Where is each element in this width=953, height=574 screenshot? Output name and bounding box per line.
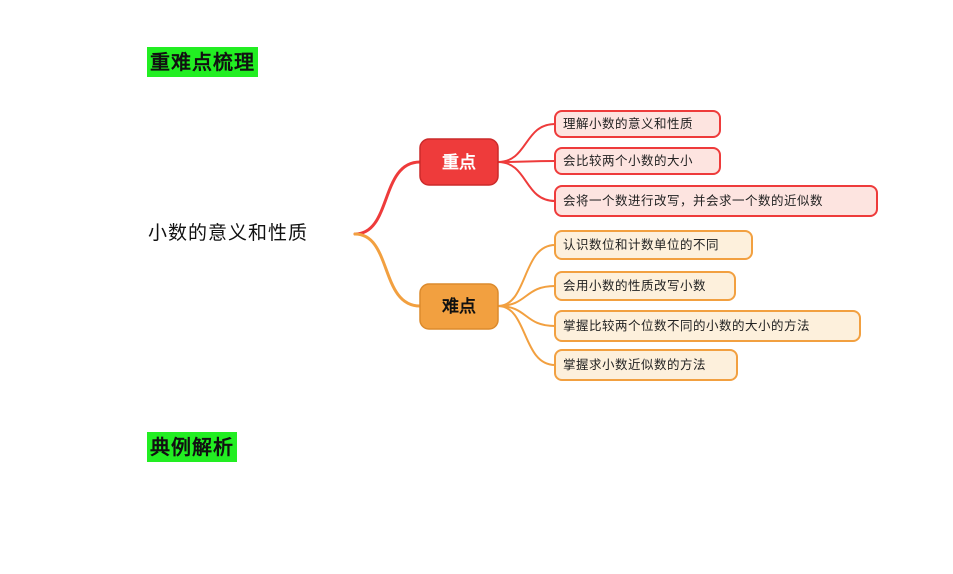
connector-root-key — [353, 160, 422, 236]
key-leaf-2: 会比较两个小数的大小 — [554, 147, 721, 175]
connector-difficult-leaf-2 — [497, 285, 556, 307]
key-leaf-2-label: 会比较两个小数的大小 — [563, 153, 693, 168]
branch-difficult: 难点 — [419, 283, 499, 330]
difficult-leaf-3: 掌握比较两个位数不同的小数的大小的方法 — [554, 310, 861, 342]
difficult-leaf-2: 会用小数的性质改写小数 — [554, 271, 736, 301]
connector-difficult-leaf-1 — [497, 244, 556, 307]
examples-heading: 典例解析 — [147, 432, 237, 462]
connector-key-leaf-2 — [497, 160, 556, 163]
difficult-leaf-1-label: 认识数位和计数单位的不同 — [563, 237, 719, 252]
key-leaf-1: 理解小数的意义和性质 — [554, 110, 721, 138]
branch-difficult-label: 难点 — [441, 296, 476, 317]
key-leaf-3-label: 会将一个数进行改写，并会求一个数的近似数 — [563, 193, 823, 208]
branch-key-box — [419, 138, 499, 186]
key-points-heading: 重难点梳理 — [147, 47, 258, 77]
difficult-leaf-3-box — [554, 310, 861, 342]
difficult-leaf-3-label: 掌握比较两个位数不同的小数的大小的方法 — [563, 318, 810, 333]
difficult-leaf-1-box — [554, 230, 753, 260]
connector-key-leaf-1 — [497, 123, 556, 163]
key-leaf-1-label: 理解小数的意义和性质 — [563, 116, 693, 131]
branch-key: 重点 — [419, 138, 499, 186]
connector-difficult-leaf-3 — [497, 305, 556, 327]
key-leaf-3-box — [554, 185, 878, 217]
difficult-leaf-2-label: 会用小数的性质改写小数 — [563, 278, 706, 293]
key-leaf-3: 会将一个数进行改写，并会求一个数的近似数 — [554, 185, 878, 217]
root-topic: 小数的意义和性质 — [148, 222, 308, 244]
branch-key-label: 重点 — [442, 152, 476, 173]
difficult-leaf-2-box — [554, 271, 736, 301]
difficult-leaf-4: 掌握求小数近似数的方法 — [554, 349, 738, 381]
connector-root-difficult — [353, 232, 422, 308]
key-leaf-2-box — [554, 147, 721, 175]
difficult-leaf-4-label: 掌握求小数近似数的方法 — [563, 357, 706, 372]
difficult-leaf-1: 认识数位和计数单位的不同 — [554, 230, 753, 260]
key-leaf-1-box — [554, 110, 721, 138]
connector-difficult-leaf-4 — [497, 305, 556, 366]
branch-difficult-box — [419, 283, 499, 330]
difficult-leaf-4-box — [554, 349, 738, 381]
connector-key-leaf-3 — [497, 161, 556, 202]
